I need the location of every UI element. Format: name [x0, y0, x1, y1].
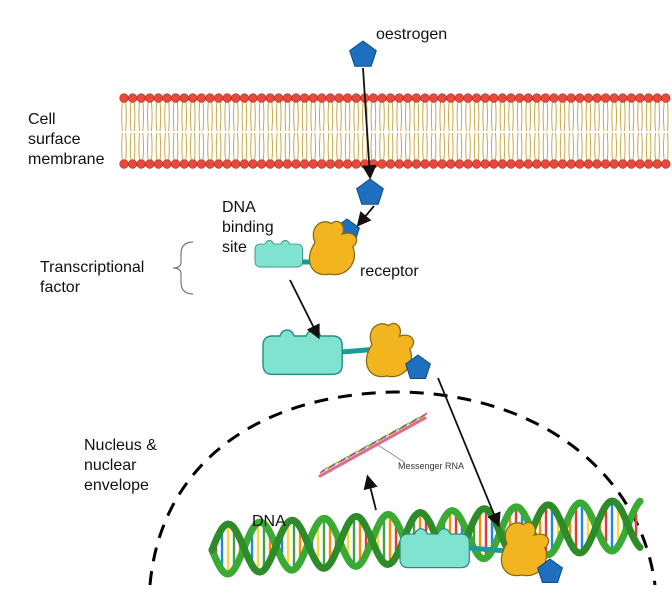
transcriptional-factor-label: Transcriptional factor	[40, 258, 144, 298]
dna-binding-label-line2: binding	[222, 219, 274, 236]
oestrogen-bound-tf3	[537, 558, 563, 583]
tf1-dna-binding-domain	[254, 239, 303, 268]
oestrogen-molecule-outside	[349, 40, 377, 67]
arrow-oestrogen-to-receptor	[356, 205, 375, 227]
tf3-receptor	[500, 521, 550, 577]
dna-binding-label-line3: site	[222, 239, 247, 256]
molecules	[254, 40, 563, 583]
arrow-oestrogen-through-membrane	[362, 67, 377, 180]
membrane-label-line1: Cell	[28, 111, 56, 128]
arrow-tf-to-complex	[289, 279, 320, 340]
cell-surface-membrane	[119, 93, 671, 169]
nucleus-label-line3: envelope	[84, 477, 149, 494]
membrane-label-line3: membrane	[28, 151, 105, 168]
messenger-rna-label: Messenger RNA	[398, 461, 465, 471]
messenger-rna	[318, 412, 428, 478]
tf-label-line1: Transcriptional	[40, 259, 145, 276]
transcriptional-factor-brace	[172, 241, 194, 295]
dna-binding-label-line1: DNA	[222, 199, 256, 216]
nucleus-label: Nucleus & nuclear envelope	[84, 436, 157, 496]
tf1-receptor	[308, 220, 358, 276]
arrow-dna-to-mrna	[363, 474, 378, 511]
nuclear-envelope	[148, 390, 657, 586]
membrane-label: Cell surface membrane	[28, 110, 104, 170]
tf2-dna-binding-domain	[262, 329, 343, 376]
membrane-label-line2: surface	[28, 131, 81, 148]
nucleus-label-line1: Nucleus &	[84, 437, 157, 454]
arrow-complex-to-dna	[437, 377, 501, 528]
tf2-receptor	[365, 322, 415, 378]
nucleus-label-line2: nuclear	[84, 457, 137, 474]
oestrogen-bound-tf2	[405, 354, 431, 379]
oestrogen-molecule-entering	[356, 178, 384, 205]
tf3-linker	[465, 545, 511, 554]
arrows	[289, 67, 501, 528]
tf-label-line2: factor	[40, 279, 81, 296]
receptor-label: receptor	[360, 263, 419, 280]
dna-label: DNA	[252, 513, 286, 530]
dna-binding-site-label: DNA binding site	[222, 198, 274, 258]
tf3-dna-binding-domain	[399, 528, 470, 569]
oestrogen-label: oestrogen	[376, 26, 448, 43]
